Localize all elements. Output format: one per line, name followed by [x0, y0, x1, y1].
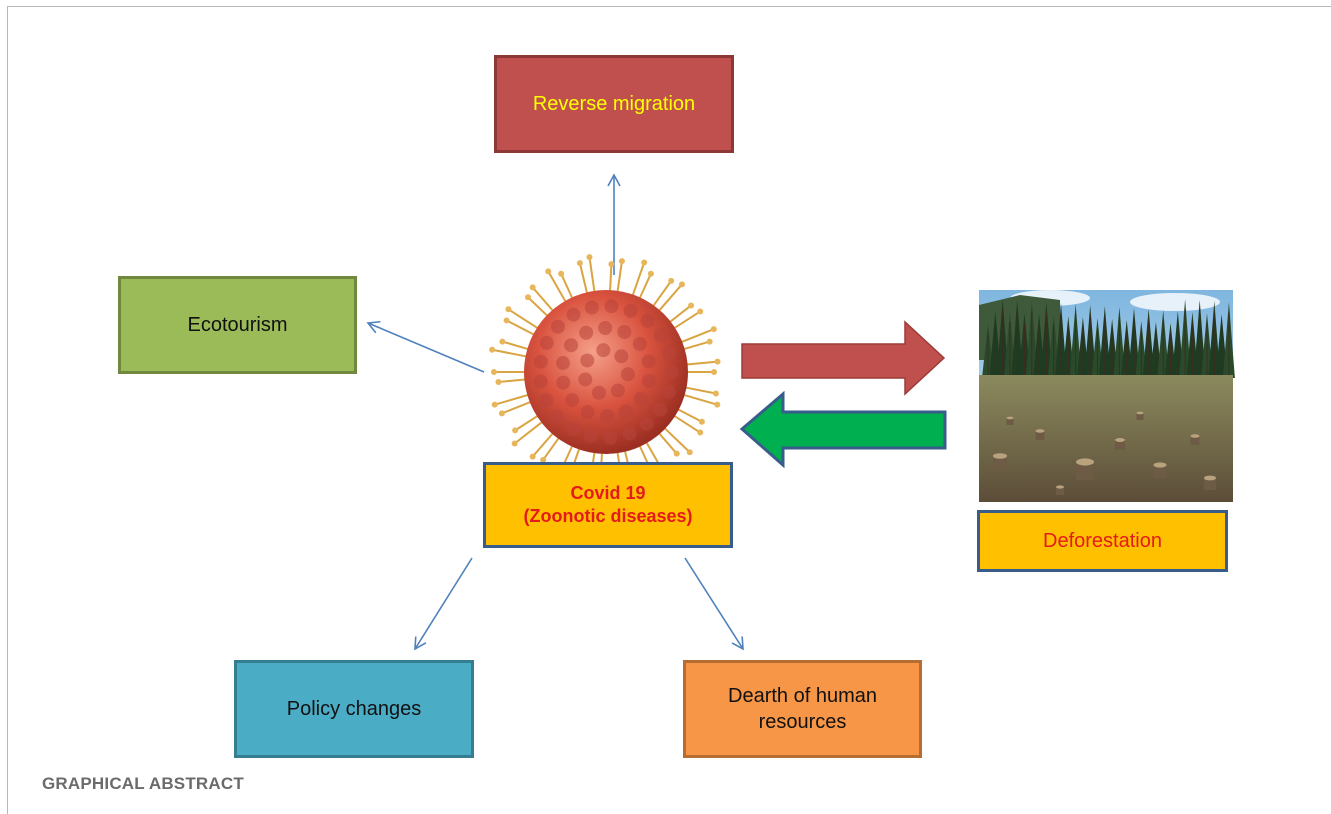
deforestation-image: [979, 290, 1235, 502]
reverse-migration-box: Reverse migration: [494, 55, 734, 153]
arrow-to-ecotourism: [366, 320, 485, 373]
covid-label-line1: Covid 19: [570, 482, 646, 503]
policy-changes-box: Policy changes: [234, 660, 474, 758]
dearth-box: Dearth of human resources: [683, 660, 922, 758]
deforestation-box: Deforestation: [977, 510, 1228, 572]
arrow-to-dearth: [684, 557, 744, 651]
reverse-migration-label: Reverse migration: [532, 93, 696, 115]
virus-icon: [489, 254, 721, 491]
dearth-label-line2: resources: [758, 711, 847, 733]
dearth-label-line1: Dearth of human: [728, 685, 877, 707]
arrow-to-deforestation: [741, 320, 946, 396]
policy-changes-label: Policy changes: [286, 698, 422, 720]
frame-top-line: [7, 6, 1331, 7]
deforestation-label: Deforestation: [1043, 530, 1162, 552]
figure-caption: GRAPHICAL ABSTRACT: [42, 774, 244, 793]
covid-box: Covid 19 (Zoonotic diseases): [483, 462, 733, 548]
frame-left-line: [7, 6, 8, 814]
covid-label-line2: (Zoonotic diseases): [523, 506, 693, 526]
arrow-to-policy-changes: [414, 557, 473, 651]
ecotourism-box: Ecotourism: [118, 276, 357, 374]
arrow-from-deforestation: [739, 390, 947, 469]
ecotourism-label: Ecotourism: [187, 314, 288, 336]
